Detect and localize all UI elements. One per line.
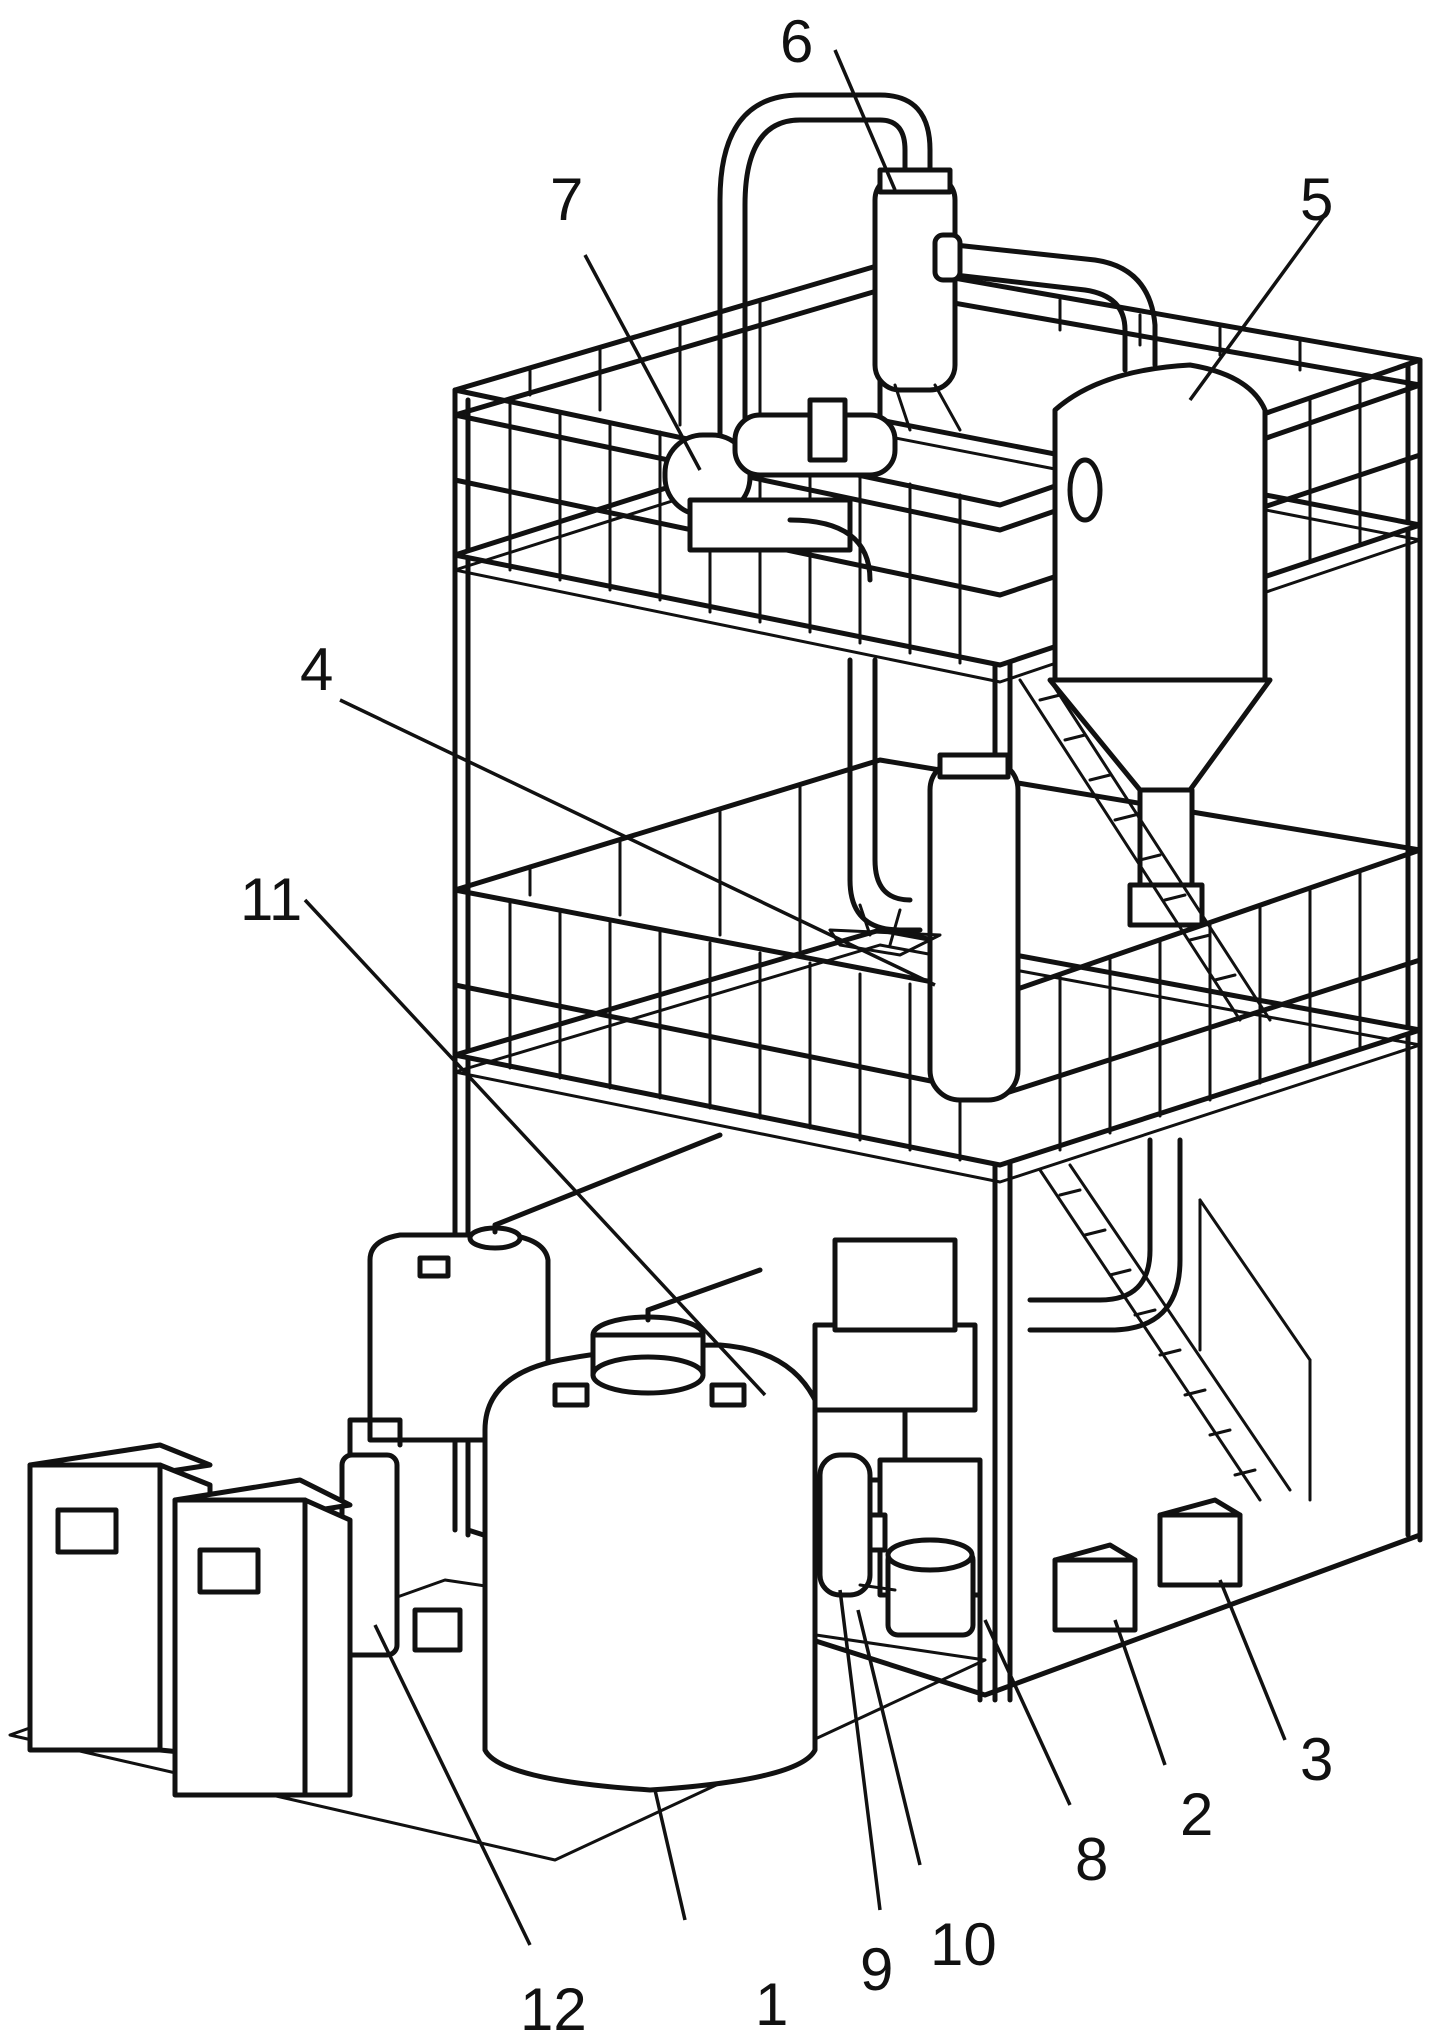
leaders [303,49,1327,1946]
staircase [1018,678,1312,1502]
label-6: 6 [780,8,813,75]
label-11: 11 [240,866,302,933]
unit-7 [662,397,898,583]
downpipe [1027,1137,1183,1333]
lower-units [812,1237,983,1638]
label-8: 8 [1075,1826,1108,1893]
tank-1 [482,1267,818,1793]
label-10: 10 [930,1911,997,1978]
pump-3 [1157,1497,1243,1588]
label-12: 12 [520,1976,587,2039]
label-7: 7 [550,166,583,233]
label-5: 5 [1300,166,1333,233]
part-labels: 6 7 5 4 11 12 1 9 10 8 2 3 [240,8,1333,2039]
control-cabinet-right [172,1477,353,1798]
separator-6 [872,167,1158,432]
label-1: 1 [755,1971,788,2038]
column-4 [828,657,1021,1103]
vessel-5 [1047,362,1273,928]
label-3: 3 [1300,1726,1333,1793]
label-9: 9 [860,1936,893,2003]
tank-12 [339,1417,463,1658]
label-2: 2 [1180,1781,1213,1848]
overhead-pipe [717,92,933,443]
pump-2 [1052,1542,1138,1633]
label-4: 4 [300,636,333,703]
